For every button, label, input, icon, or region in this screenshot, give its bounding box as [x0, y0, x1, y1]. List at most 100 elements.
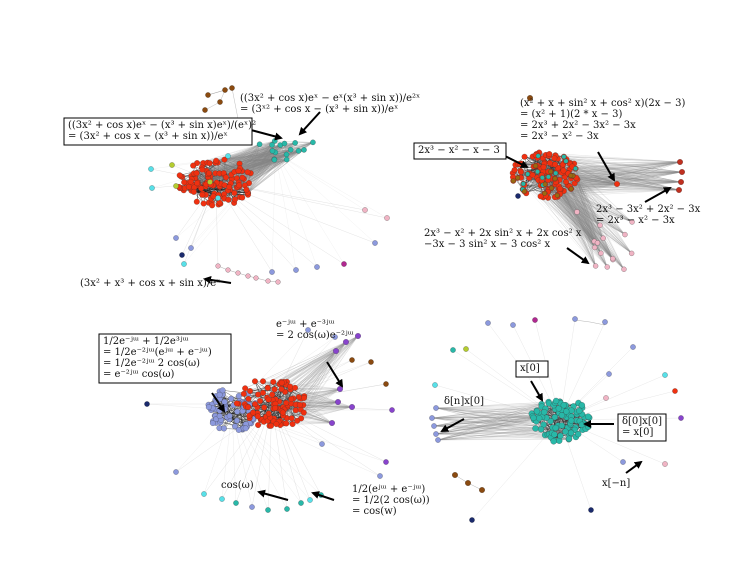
graph-edge	[565, 181, 614, 260]
graph-edge	[208, 140, 275, 174]
graph-node	[377, 473, 383, 479]
graph-edge	[542, 184, 601, 226]
graph-edge	[223, 410, 243, 429]
graph-edge	[238, 149, 291, 183]
graph-edge	[572, 175, 595, 248]
graph-node	[209, 420, 216, 426]
graph-edge	[209, 144, 281, 164]
graph-edge	[547, 191, 613, 259]
graph-edge	[247, 159, 287, 193]
graph-edge	[517, 177, 626, 235]
graph-edge	[558, 188, 613, 259]
graph-edge	[437, 418, 540, 441]
graph-edge	[248, 149, 291, 184]
graph-node	[244, 169, 251, 176]
graph-edge	[437, 416, 585, 441]
annotation-line: = 2 cos(ω)e⁻²ʲᵚ	[276, 330, 354, 341]
graph-node	[283, 399, 290, 406]
graph-edge	[209, 140, 275, 164]
graph-edge	[572, 166, 682, 183]
graph-node	[557, 185, 564, 192]
graph-edge	[271, 329, 309, 405]
graph-edge	[559, 193, 595, 242]
graph-edge	[547, 191, 604, 239]
graph-edge	[556, 184, 614, 260]
graph-node	[269, 142, 275, 148]
graph-edge	[520, 171, 608, 268]
graph-node	[368, 359, 374, 365]
graph-edge	[616, 171, 683, 185]
graph-node	[149, 185, 155, 191]
graph-edge	[247, 159, 275, 193]
graph-edge	[544, 162, 595, 242]
graph-edge	[559, 193, 614, 260]
graph-edge	[223, 152, 276, 174]
graph-node	[679, 169, 685, 175]
graph-edge	[520, 170, 595, 242]
graph-node	[610, 255, 616, 262]
graph-edge	[575, 161, 681, 169]
graph-node	[213, 157, 220, 164]
graph-edge	[435, 431, 566, 435]
graph-edge	[577, 179, 613, 259]
graph-node	[221, 425, 227, 432]
graph-node	[232, 196, 238, 203]
graph-edge	[437, 438, 553, 441]
graph-edge	[567, 185, 614, 260]
graph-node	[215, 195, 221, 201]
graph-edge	[555, 173, 601, 226]
graph-edge	[547, 191, 633, 223]
graph-edge	[576, 177, 604, 239]
annotation-arrow	[257, 489, 289, 501]
graph-edge	[275, 335, 359, 404]
graph-edge	[577, 179, 604, 239]
graph-edge	[272, 399, 339, 403]
graph-edge	[560, 188, 680, 191]
graph-edge	[558, 188, 633, 223]
graph-edge	[576, 177, 596, 267]
graph-node	[271, 386, 278, 393]
graph-node	[314, 264, 320, 270]
graph-edge	[300, 341, 347, 410]
graph-node	[283, 156, 290, 163]
annotation-arrow	[326, 361, 344, 388]
graph-edge	[547, 191, 608, 268]
graph-edge	[548, 190, 626, 235]
graph-edge	[524, 156, 545, 163]
graph-edge	[224, 159, 287, 186]
graph-edge	[517, 177, 595, 248]
graph-node	[206, 160, 213, 167]
graph-edge	[238, 142, 296, 183]
graph-edge	[435, 407, 553, 428]
annotation-tr-a3: 2x³ − 3x² + 2x² − 3x= 2x³ − x² − 3x	[596, 204, 701, 226]
graph-node	[270, 378, 277, 385]
graph-edge	[559, 193, 595, 248]
graph-edge	[547, 191, 595, 242]
graph-node	[301, 147, 307, 153]
graph-node	[179, 252, 185, 258]
graph-edge	[555, 173, 595, 242]
graph-node	[565, 435, 573, 442]
graph-edge	[559, 188, 625, 270]
annotation-bl-a3: cos(ω)	[221, 480, 254, 491]
graph-edge	[259, 144, 275, 160]
graph-edge	[249, 335, 359, 392]
graph-node	[511, 167, 518, 173]
graph-edge	[248, 140, 275, 184]
graph-node	[221, 156, 228, 163]
graph-edge	[435, 416, 543, 435]
graph-edge	[576, 177, 680, 191]
graph-node	[269, 148, 276, 154]
graph-edge	[210, 140, 275, 177]
graph-edge	[433, 425, 552, 438]
graph-node	[202, 107, 208, 113]
graph-edge	[567, 185, 595, 248]
graph-edge	[275, 152, 376, 244]
graph-node	[260, 378, 266, 385]
graph-edge	[577, 179, 595, 242]
annotation-line: ((3x² + cos x)eˣ − eˣ(x³ + sin x))/e²ˣ	[240, 93, 420, 104]
annotation-br-a4: x[−n]	[602, 478, 630, 489]
graph-node	[335, 399, 341, 405]
graph-edge	[187, 143, 285, 184]
graph-edge	[236, 154, 287, 179]
